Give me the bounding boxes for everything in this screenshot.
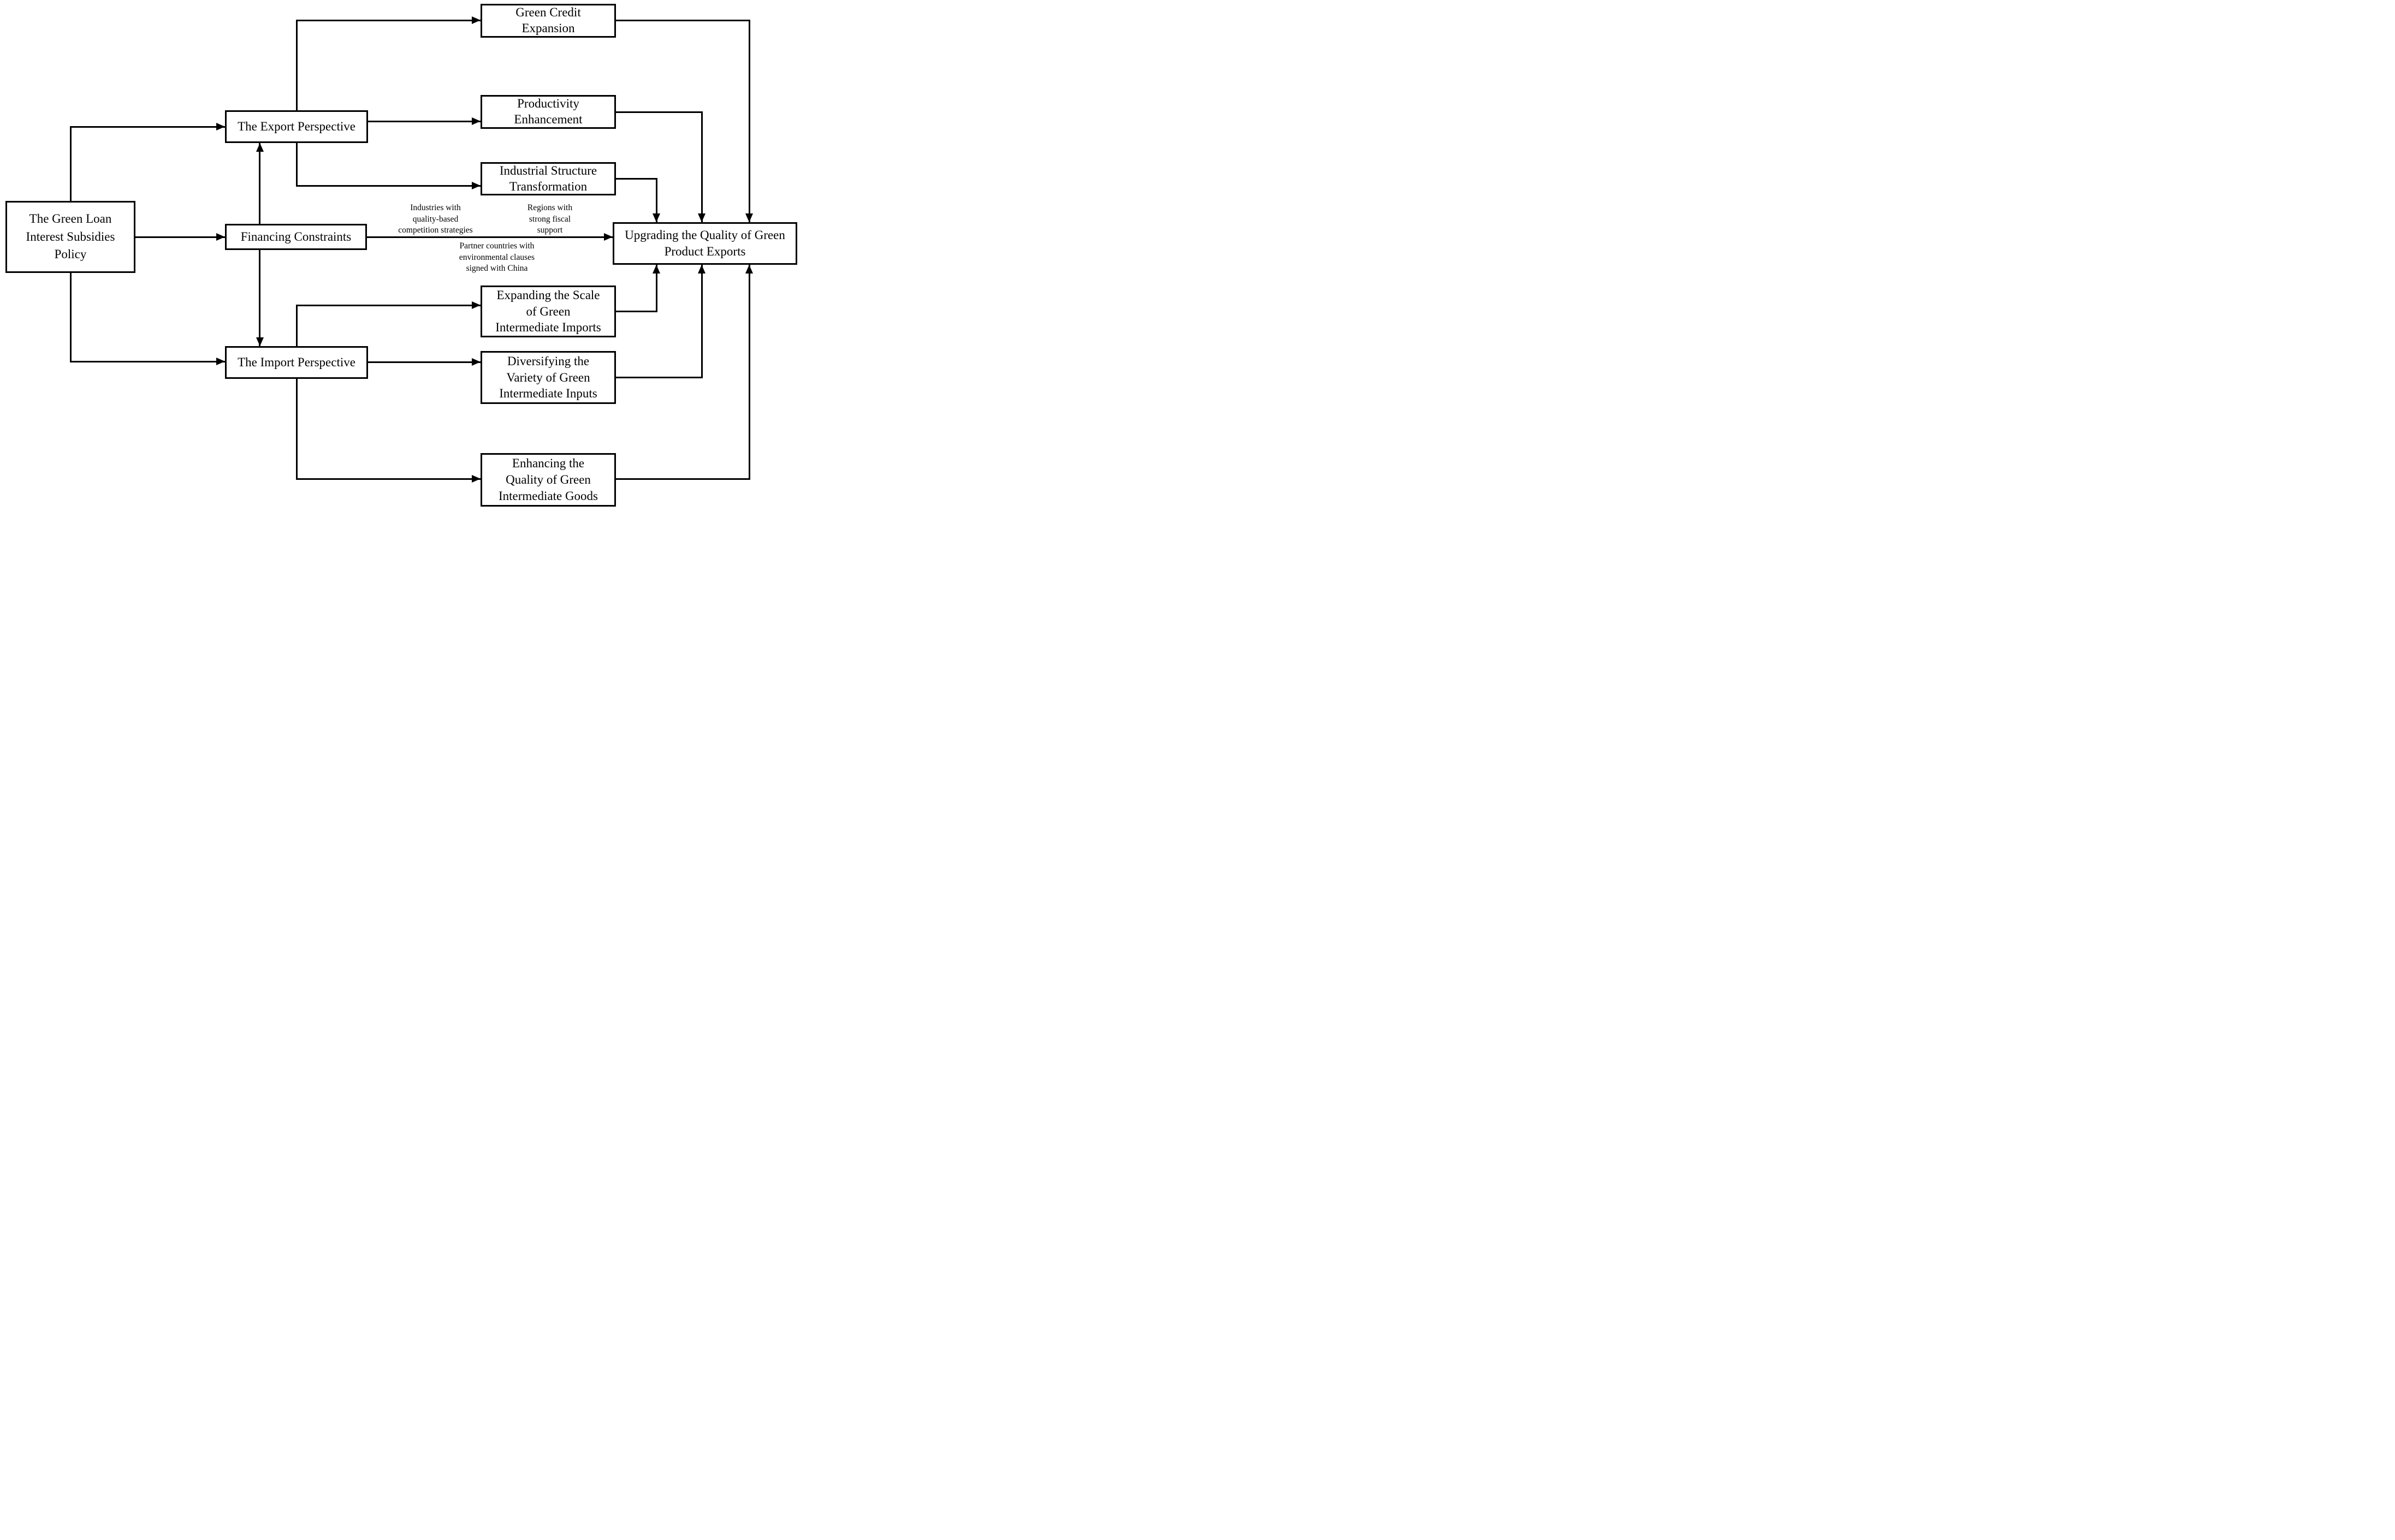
connector-policy-to-import-horizontal: [70, 361, 225, 362]
connector-export-to-industrial-horizontal: [296, 185, 481, 187]
arrowhead-into-upgrading-top-middle: [698, 213, 706, 222]
node-export-perspective: The Export Perspective: [225, 110, 368, 143]
node-productivity-enhancement: Productivity Enhancement: [481, 95, 616, 129]
connector-enhancing-to-upgrading-horizontal: [616, 478, 750, 480]
connector-greencredit-to-upgrading-vertical: [749, 20, 750, 222]
connector-financing-to-upgrading-horizontal: [367, 236, 613, 238]
connector-financing-to-export-vertical: [259, 143, 260, 224]
arrowhead-into-import-perspective: [216, 358, 225, 365]
arrowhead-into-expanding: [472, 301, 481, 309]
connector-industrial-to-upgrading-horizontal: [616, 178, 657, 180]
connector-greencredit-to-upgrading-horizontal: [616, 20, 750, 21]
connector-import-to-expanding-horizontal: [296, 305, 481, 306]
arrowhead-into-productivity: [472, 117, 481, 125]
arrowhead-into-upgrading-bottom-middle: [698, 265, 706, 273]
connector-import-to-enhancing-vertical: [296, 379, 298, 480]
edge-label-industries-quality-based: Industries with quality-based competitio…: [398, 203, 473, 235]
edge-label-partner-countries: Partner countries with environmental cla…: [459, 241, 535, 273]
arrowhead-into-upgrading-left: [604, 233, 613, 241]
node-label: Expanding the Scale of Green Intermediat…: [495, 288, 601, 335]
connector-productivity-to-upgrading-vertical: [701, 111, 703, 222]
connector-import-to-diversifying-horizontal: [368, 361, 481, 363]
arrowhead-into-diversifying: [472, 358, 481, 366]
connector-import-to-expanding-vertical: [296, 305, 298, 346]
node-label: Diversifying the Variety of Green Interm…: [499, 354, 597, 401]
node-diversifying-variety-green-intermediate-inputs: Diversifying the Variety of Green Interm…: [481, 351, 616, 404]
node-label: Enhancing the Quality of Green Intermedi…: [498, 456, 598, 503]
node-label: Industrial Structure Transformation: [499, 163, 597, 193]
connector-export-to-greencredit-vertical: [296, 20, 298, 110]
connector-diversifying-to-upgrading-vertical: [701, 265, 703, 378]
node-label: The Green Loan Interest Subsidies Policy: [26, 212, 115, 261]
arrowhead-into-financing-constraints: [216, 233, 225, 241]
connector-export-to-productivity-horizontal: [368, 121, 481, 122]
connector-industrial-to-upgrading-vertical: [656, 178, 657, 222]
connector-import-to-enhancing-horizontal: [296, 478, 481, 480]
arrowhead-into-import-top: [256, 337, 264, 346]
arrowhead-into-export-perspective: [216, 123, 225, 130]
node-label: Financing Constraints: [240, 230, 352, 244]
arrowhead-into-export-bottom: [256, 143, 264, 152]
connector-export-to-greencredit-horizontal: [296, 20, 481, 21]
connector-enhancing-to-upgrading-vertical: [749, 265, 750, 480]
node-label: Upgrading the Quality of Green Product E…: [625, 228, 785, 258]
connector-diversifying-to-upgrading-horizontal: [616, 377, 703, 378]
flow-diagram: The Green Loan Interest Subsidies Policy…: [0, 0, 798, 513]
connector-export-to-industrial-vertical: [296, 143, 298, 187]
node-label: The Import Perspective: [238, 355, 355, 370]
arrowhead-into-industrial: [472, 182, 481, 189]
node-upgrading-quality-green-product-exports: Upgrading the Quality of Green Product E…: [613, 222, 797, 265]
arrowhead-into-green-credit: [472, 16, 481, 24]
edge-label-regions-fiscal-support: Regions with strong fiscal support: [527, 203, 573, 235]
connector-policy-to-financing-horizontal: [135, 236, 225, 238]
arrowhead-into-upgrading-bottom-left: [653, 265, 660, 273]
node-industrial-structure-transformation: Industrial Structure Transformation: [481, 162, 616, 195]
connector-expanding-to-upgrading-vertical: [656, 265, 657, 312]
arrowhead-into-enhancing: [472, 475, 481, 483]
connector-policy-to-export-horizontal: [70, 126, 225, 128]
connector-financing-to-import-vertical: [259, 250, 260, 346]
connector-expanding-to-upgrading-horizontal: [616, 311, 657, 312]
arrowhead-into-upgrading-top-right: [745, 213, 753, 222]
node-label: Green Credit Expansion: [515, 5, 581, 35]
connector-policy-to-export-vertical: [70, 126, 72, 201]
arrowhead-into-upgrading-top-left: [653, 213, 660, 222]
node-green-credit-expansion: Green Credit Expansion: [481, 4, 616, 38]
connector-productivity-to-upgrading-horizontal: [616, 111, 703, 113]
node-label: Productivity Enhancement: [514, 97, 583, 126]
node-label: The Export Perspective: [238, 120, 355, 134]
node-expanding-scale-green-intermediate-imports: Expanding the Scale of Green Intermediat…: [481, 286, 616, 337]
node-green-loan-interest-subsidies-policy: The Green Loan Interest Subsidies Policy: [5, 201, 135, 273]
node-import-perspective: The Import Perspective: [225, 346, 368, 379]
connector-policy-to-import-vertical: [70, 273, 72, 362]
arrowhead-into-upgrading-bottom-right: [745, 265, 753, 273]
node-enhancing-quality-green-intermediate-goods: Enhancing the Quality of Green Intermedi…: [481, 453, 616, 507]
node-financing-constraints: Financing Constraints: [225, 224, 367, 250]
